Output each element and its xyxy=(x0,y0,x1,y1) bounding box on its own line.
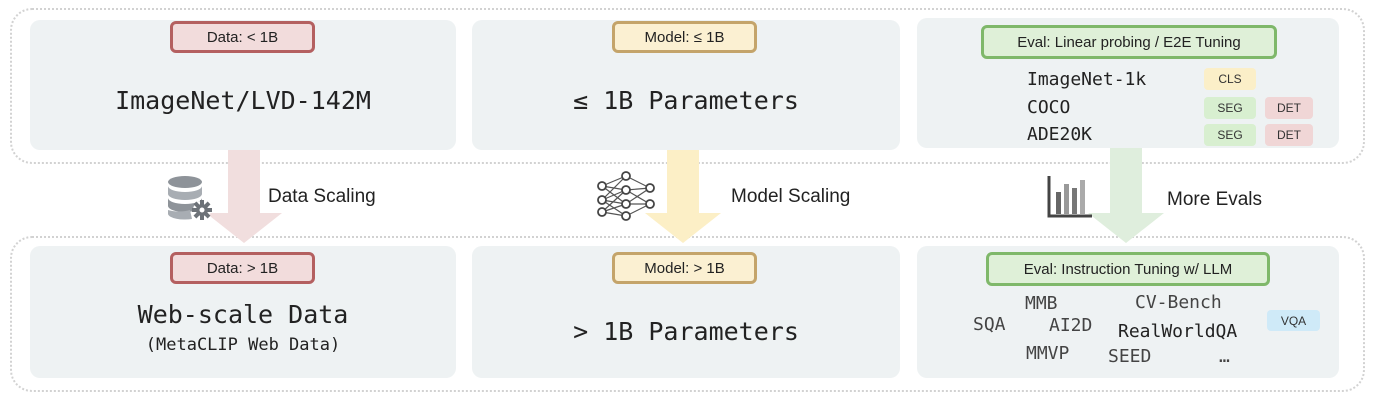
data-scaling-arrow xyxy=(206,145,282,243)
top-eval-tag: Eval: Linear probing / E2E Tuning xyxy=(981,25,1277,59)
benchmark-seed: SEED xyxy=(1108,346,1152,367)
chip-vqa: VQA xyxy=(1267,310,1320,331)
chip-seg: SEG xyxy=(1204,124,1256,146)
neural-network-icon xyxy=(597,171,655,221)
bottom-model-tag: Model: > 1B xyxy=(612,252,757,284)
bottom-eval-tag: Eval: Instruction Tuning w/ LLM xyxy=(986,252,1270,286)
top-data-tag: Data: < 1B xyxy=(170,21,315,53)
benchmark-sqa: SQA xyxy=(973,314,1006,335)
top-data-title: ImageNet/LVD-142M xyxy=(115,86,371,115)
benchmark-ellipsis: … xyxy=(1219,346,1230,367)
chip-seg: SEG xyxy=(1204,97,1256,119)
dataset-ade20k: ADE20K xyxy=(1027,124,1093,145)
more-evals-label: More Evals xyxy=(1167,189,1263,210)
chip-cls: CLS xyxy=(1204,68,1256,90)
database-gear-icon xyxy=(168,176,212,220)
benchmark-realworldqa: RealWorldQA xyxy=(1118,321,1238,342)
chip-det: DET xyxy=(1265,97,1313,119)
model-scaling-arrow xyxy=(645,145,721,243)
eval-scaling-arrow xyxy=(1088,145,1164,243)
data-scaling-label: Data Scaling xyxy=(268,186,376,207)
model-scaling-label: Model Scaling xyxy=(731,186,851,207)
chip-det: DET xyxy=(1265,124,1313,146)
bottom-data-title: Web-scale Data xyxy=(137,300,349,329)
bottom-data-subtitle: (MetaCLIP Web Data) xyxy=(145,335,341,355)
benchmark-mmb: MMB xyxy=(1025,293,1058,314)
bar-chart-icon xyxy=(1047,176,1092,218)
top-model-title: ≤ 1B Parameters xyxy=(573,86,799,115)
dataset-imagenet: ImageNet-1k xyxy=(1027,69,1147,90)
dataset-coco: COCO xyxy=(1027,97,1071,118)
benchmark-mmvp: MMVP xyxy=(1026,343,1070,364)
bottom-data-tag: Data: > 1B xyxy=(170,252,315,284)
top-model-tag: Model: ≤ 1B xyxy=(612,21,757,53)
benchmark-cv-bench: CV-Bench xyxy=(1135,292,1222,313)
bottom-model-title: > 1B Parameters xyxy=(573,317,799,346)
benchmark-ai2d: AI2D xyxy=(1049,315,1093,336)
